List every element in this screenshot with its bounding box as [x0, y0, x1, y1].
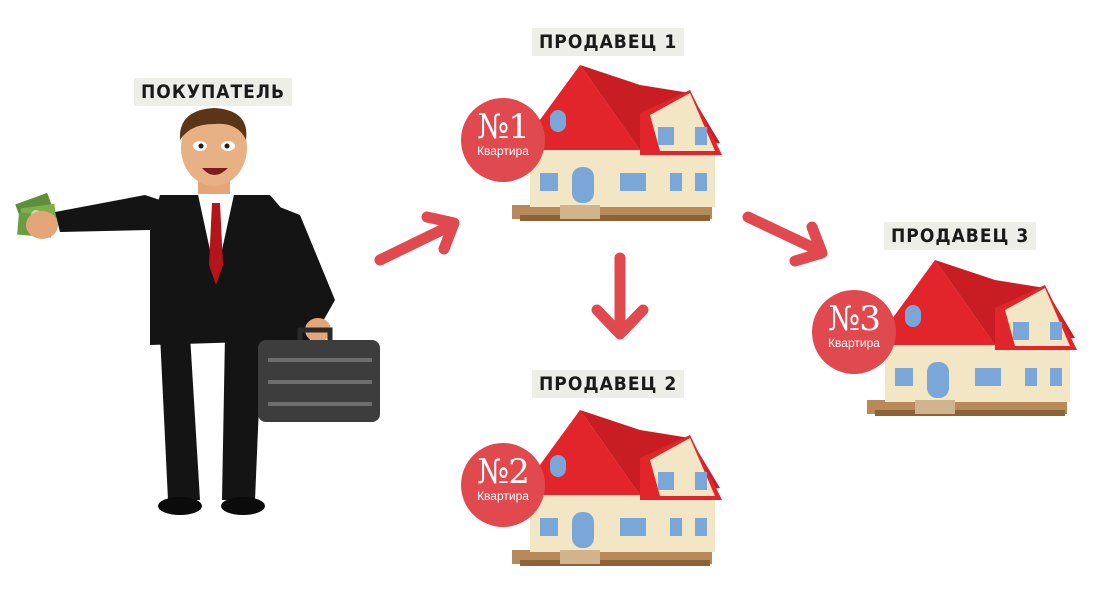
badge-text: Квартира: [828, 336, 880, 350]
arrow-to-seller-2-icon: [591, 252, 649, 340]
badge-number: №1: [477, 107, 530, 147]
buyer-figure-icon: [15, 108, 380, 515]
seller-1-label: ПРОДАВЕЦ 1: [532, 28, 685, 56]
arrow-to-seller-1-icon: [374, 211, 460, 266]
apartment-badge-1: №1 Квартира: [461, 98, 545, 182]
seller-2-label: ПРОДАВЕЦ 2: [532, 370, 685, 398]
badge-text: Квартира: [477, 489, 529, 503]
house-icon: [512, 410, 722, 566]
badge-number: №2: [477, 452, 530, 492]
arrow-to-seller-3-icon: [742, 211, 828, 267]
apartment-badge-3: №3 Квартира: [812, 290, 896, 374]
briefcase-icon: [258, 327, 380, 422]
apartment-badge-2: №2 Квартира: [461, 443, 545, 527]
house-icon: [867, 260, 1077, 416]
seller-3-label: ПРОДАВЕЦ 3: [884, 222, 1037, 250]
badge-text: Квартира: [477, 144, 529, 158]
buyer-label: ПОКУПАТЕЛЬ: [134, 78, 293, 106]
house-icon: [512, 65, 722, 221]
badge-number: №3: [828, 299, 881, 339]
